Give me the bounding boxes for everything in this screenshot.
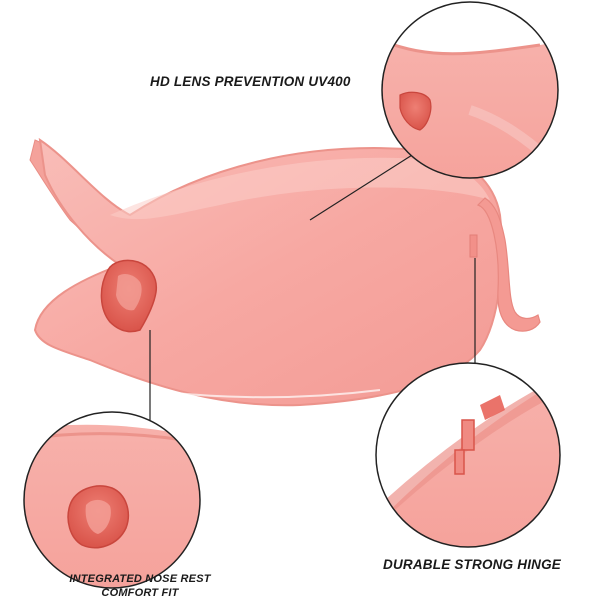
callout-lens-label: HD LENS PREVENTION UV400: [150, 74, 351, 89]
callout-nose-line1: INTEGRATED NOSE REST: [69, 573, 211, 585]
detail-circle-hinge: [375, 362, 561, 548]
near-temple-arm: [476, 197, 541, 332]
leader-line-lens: [309, 149, 421, 221]
callout-nose-label: INTEGRATED NOSE REST COMFORT FIT: [40, 572, 240, 600]
nose-pad-inner: [116, 274, 142, 311]
lens-reflection: [59, 374, 381, 399]
callout-nose-line2: COMFORT FIT: [101, 587, 179, 599]
lens-highlight: [110, 157, 490, 220]
detail-circle-nose: [23, 411, 201, 589]
detail-circle-lens: [381, 1, 559, 179]
hinge-mark: [469, 234, 478, 258]
sunglasses-main: [29, 137, 541, 407]
callout-hinge-label: DURABLE STRONG HINGE: [383, 557, 562, 572]
